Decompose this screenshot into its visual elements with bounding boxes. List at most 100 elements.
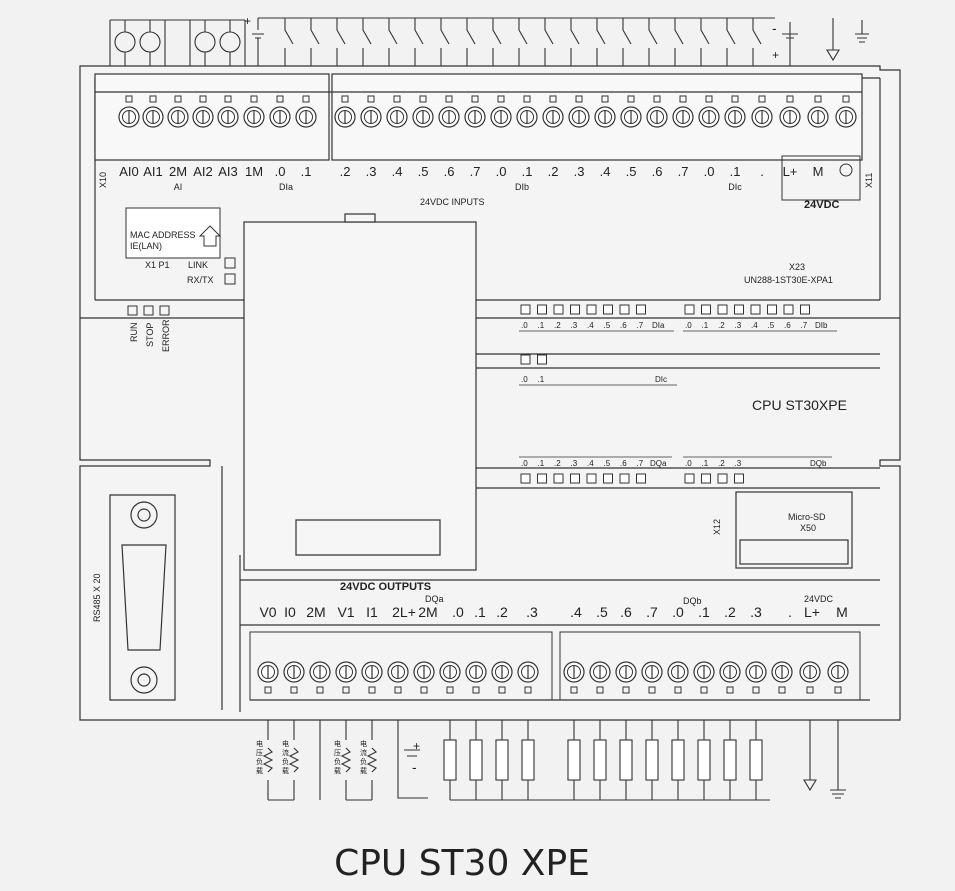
top-terminal-label: 1M xyxy=(245,164,263,179)
output-load xyxy=(495,739,509,781)
model-label: CPU ST30XPE xyxy=(752,397,847,413)
terminal-pin xyxy=(199,95,207,103)
top-terminal-screw xyxy=(269,106,291,128)
bottom-terminal-label: I1 xyxy=(366,604,378,620)
load-label: 电 xyxy=(256,739,263,748)
switch-symbol xyxy=(492,18,502,66)
io-led-tick: .1 xyxy=(538,321,545,330)
io-led xyxy=(603,304,613,315)
io-led-tick: .6 xyxy=(620,321,627,330)
top-terminal-screw xyxy=(386,106,408,128)
terminal-pin xyxy=(472,686,480,694)
io-led-tag: DQb xyxy=(810,459,827,468)
top-terminal-label: .6 xyxy=(652,164,663,179)
sensor-symbol xyxy=(194,31,216,53)
plus-sign-top-right: + xyxy=(772,48,779,62)
terminal-pin xyxy=(394,686,402,694)
bottom-terminal-screw xyxy=(491,661,513,683)
battery-symbol-bottom xyxy=(397,720,428,799)
io-led xyxy=(537,473,547,484)
terminal-pin xyxy=(341,95,349,103)
output-load xyxy=(671,739,685,781)
io-led xyxy=(520,354,531,365)
top-terminal-screw xyxy=(464,106,486,128)
io-led-tick: .2 xyxy=(718,321,725,330)
bottom-terminal-label: V0 xyxy=(259,604,276,620)
top-terminal-screw xyxy=(243,106,265,128)
terminal-pin xyxy=(806,686,814,694)
load-label: 载 xyxy=(282,766,289,775)
output-load xyxy=(645,739,659,781)
output-load xyxy=(619,739,633,781)
terminal-pin xyxy=(149,95,157,103)
top-terminal-label: .5 xyxy=(418,164,429,179)
bottom-group-label: DQb xyxy=(683,596,702,606)
terminal-pin xyxy=(726,686,734,694)
top-terminal-screw xyxy=(646,106,668,128)
io-led xyxy=(553,304,564,315)
io-led xyxy=(800,304,810,315)
minus-sign-top: - xyxy=(772,20,777,36)
error-led xyxy=(159,305,170,316)
micro-sd-label: Micro-SD xyxy=(788,512,826,522)
load-label: 载 xyxy=(256,766,263,775)
ground-arrow-top xyxy=(826,18,840,62)
top-terminal-label: AI0 xyxy=(119,164,139,179)
terminal-pin xyxy=(471,95,479,103)
load-label: 压 xyxy=(334,749,341,757)
terminal-pin xyxy=(445,95,453,103)
switch-symbol xyxy=(596,18,606,66)
io-led xyxy=(553,473,564,484)
ground-icon xyxy=(839,163,853,177)
bottom-terminal-screw xyxy=(335,661,357,683)
terminal-pin xyxy=(224,95,232,103)
top-terminal-screw xyxy=(412,106,434,128)
top-terminal-screw xyxy=(118,106,140,128)
top-terminal-label: AI3 xyxy=(218,164,238,179)
battery-symbol-top-right xyxy=(782,22,798,66)
load-resistor xyxy=(262,720,274,800)
x10-label: X10 xyxy=(98,172,108,188)
bottom-terminal-screw xyxy=(257,661,279,683)
terminal-pin xyxy=(419,95,427,103)
bottom-terminal-screw xyxy=(361,661,383,683)
top-terminal-screw xyxy=(217,106,239,128)
load-label: 负 xyxy=(334,757,341,766)
io-led-tick: .6 xyxy=(620,459,627,468)
bottom-terminal-screw xyxy=(465,661,487,683)
terminal-pin xyxy=(290,686,298,694)
io-led-tag: DIc xyxy=(655,375,667,384)
io-led xyxy=(570,304,580,315)
output-load xyxy=(749,739,763,781)
bottom-group-label: DQa xyxy=(425,594,444,604)
terminal-pin xyxy=(264,686,272,694)
top-terminal-screw xyxy=(360,106,382,128)
bottom-terminal-screw xyxy=(517,661,539,683)
io-led xyxy=(636,304,646,315)
io-led-tick: .3 xyxy=(571,459,578,468)
io-led-tick: .3 xyxy=(735,321,742,330)
terminal-pin xyxy=(498,686,506,694)
switch-symbol xyxy=(674,18,684,66)
terminal-pin xyxy=(575,95,583,103)
top-terminal-label: .2 xyxy=(340,164,351,179)
bottom-terminal-label: .0 xyxy=(672,604,684,620)
bottom-terminal-label: .2 xyxy=(724,604,736,620)
load-resistor xyxy=(366,720,378,800)
io-led xyxy=(520,473,531,484)
top-terminal-label: .0 xyxy=(704,164,715,179)
x12-label: X12 xyxy=(712,519,722,535)
io-led-tick: .0 xyxy=(521,321,528,330)
io-led-tick: .1 xyxy=(538,459,545,468)
switch-symbol xyxy=(544,18,554,66)
load-label: 电 xyxy=(282,739,289,748)
switch-symbol xyxy=(284,18,294,66)
bottom-terminal-label: .5 xyxy=(596,604,608,620)
outputs-title: 24VDC OUTPUTS xyxy=(340,581,431,593)
bottom-terminal-label: .6 xyxy=(620,604,632,620)
io-led-tick: .4 xyxy=(751,321,758,330)
bottom-terminal-label: .1 xyxy=(698,604,710,620)
top-terminal-screw xyxy=(807,106,829,128)
terminal-pin xyxy=(700,686,708,694)
